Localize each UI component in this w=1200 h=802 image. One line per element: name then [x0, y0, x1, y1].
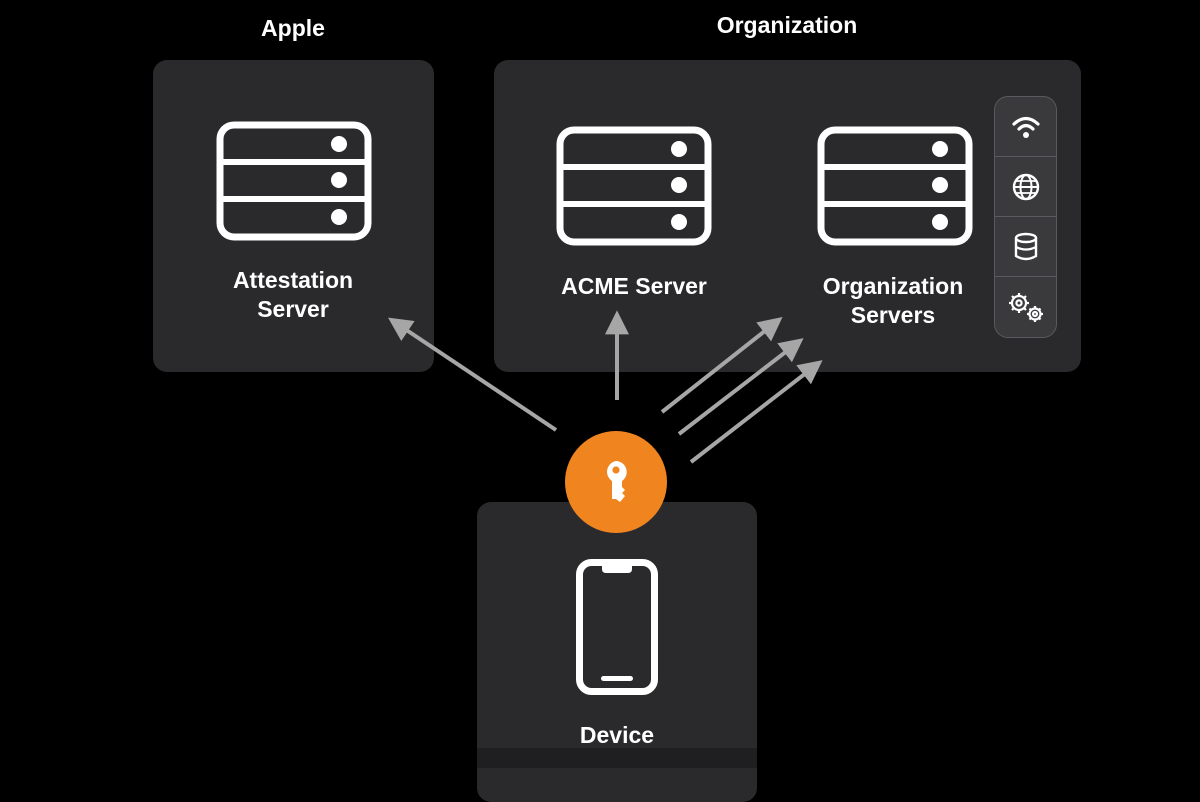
server-icon	[216, 121, 372, 241]
device-panel-footer	[477, 748, 757, 768]
key-icon	[607, 461, 627, 502]
apple-group-title: Apple	[261, 15, 325, 41]
connection-arrows	[388, 310, 823, 464]
organization-group-title: Organization	[716, 12, 858, 38]
arrow-to-org-3	[689, 360, 823, 464]
organization-servers-label-line1: Organization	[822, 273, 964, 299]
arrow-to-org-1	[660, 317, 783, 414]
database-icon	[1014, 232, 1037, 260]
gears-tool	[995, 276, 1056, 336]
arrow-to-org-2	[677, 338, 804, 436]
server-icon	[817, 126, 973, 246]
acme-server-label: ACME Server	[561, 273, 707, 299]
attestation-server-label-line1: Attestation	[232, 267, 354, 293]
arrow-to-attestation	[388, 317, 558, 432]
services-toolbar	[994, 96, 1057, 338]
key-badge	[565, 431, 667, 533]
organization-panel	[494, 60, 1081, 372]
gears-icon	[1008, 292, 1043, 322]
device-label: Device	[579, 722, 655, 748]
wifi-icon	[1011, 116, 1040, 138]
globe-icon	[1012, 173, 1039, 200]
server-icon	[556, 126, 712, 246]
globe-tool	[995, 156, 1056, 216]
database-tool	[995, 216, 1056, 276]
wifi-tool	[995, 97, 1056, 156]
attestation-server-label: Attestation Server	[203, 266, 383, 324]
attestation-server-label-line2: Server	[257, 296, 329, 322]
phone-icon	[576, 559, 658, 695]
organization-servers-label-line2: Servers	[850, 302, 936, 328]
apple-panel	[153, 60, 434, 372]
organization-servers-label: Organization Servers	[793, 272, 993, 330]
